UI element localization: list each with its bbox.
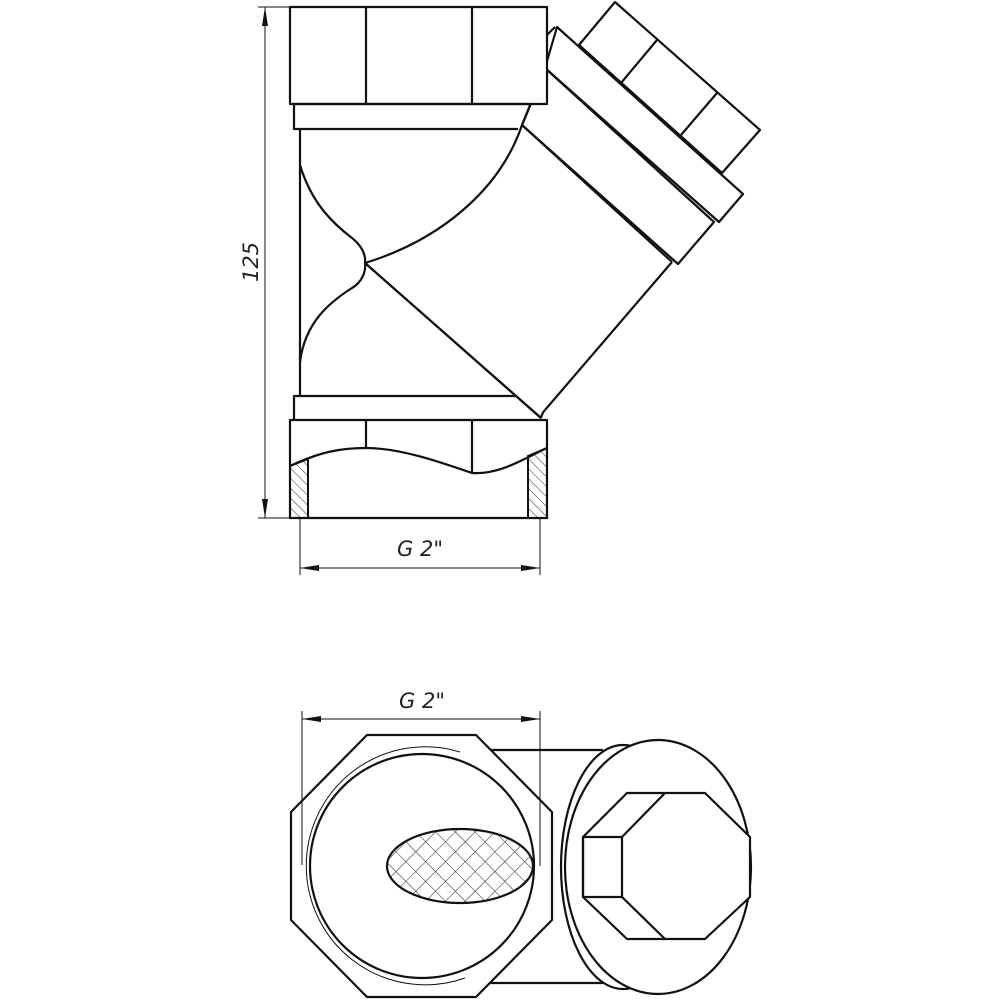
hex-edge: [621, 896, 666, 940]
strainer-mesh: [387, 829, 533, 903]
hex-edge: [621, 792, 666, 838]
top-hex-end: [288, 5, 549, 106]
side-view: 125 G 2": [239, 0, 762, 575]
thread-dimension-label: G 2": [397, 537, 443, 561]
height-dimension: 125: [239, 6, 290, 519]
height-dimension-label: 125: [239, 242, 263, 282]
arrowhead: [521, 716, 540, 722]
end-view: G 2": [289, 689, 753, 999]
thread-dimension-label: G 2": [399, 689, 445, 713]
bottom-hex-end: [288, 418, 549, 520]
bottom-collar: [292, 394, 516, 420]
thread-dimension-side: G 2": [299, 518, 541, 575]
branch-cap-collar: [543, 25, 745, 224]
hex-side-face: [581, 835, 624, 899]
body-diagonal-line: [364, 262, 542, 419]
strainer-mesh-outline: [385, 827, 535, 905]
arrowhead: [262, 499, 268, 518]
branch-lower-notch: [539, 409, 546, 419]
branch-body-edge: [521, 124, 673, 263]
branch-hex-plug: [577, 0, 762, 175]
branch-body: [364, 261, 673, 419]
body-connection: [490, 748, 603, 985]
arrowhead: [521, 565, 540, 571]
hex-plug-edge: [620, 39, 658, 84]
arrowhead: [262, 7, 268, 26]
thread-section-left-hatch: [289, 457, 309, 519]
thread-dimension-end: G 2": [301, 689, 541, 866]
top-collar: [292, 102, 529, 131]
arrowhead: [302, 716, 321, 722]
hex-plug-edge: [680, 92, 718, 136]
thread-section-right-hatch: [527, 446, 548, 519]
thread-arc: [305, 746, 466, 986]
cap-hex-plug: [581, 791, 752, 941]
arrowhead: [300, 565, 319, 571]
section-break-curve: [289, 446, 548, 475]
body-intersection-curve: [298, 164, 367, 363]
